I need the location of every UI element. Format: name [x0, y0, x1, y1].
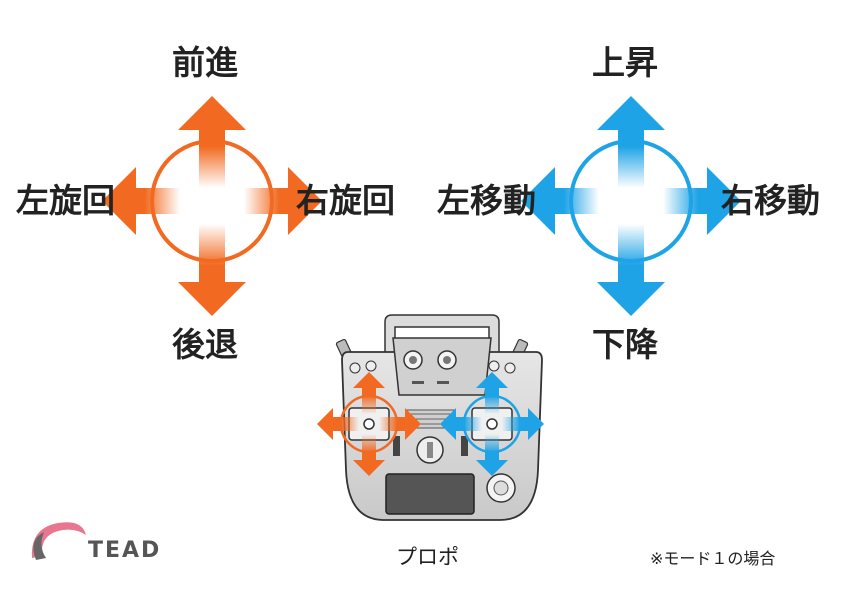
mini-blue-arrows	[440, 372, 544, 476]
label-move-left: 左移動	[437, 181, 536, 220]
orange-arrow-left	[102, 167, 180, 235]
label-forward: 前進	[172, 43, 238, 82]
orange-arrow-right	[244, 167, 322, 235]
label-rotate-right: 右旋回	[296, 181, 395, 220]
blue-stick-circle	[569, 139, 693, 263]
controller-illustration	[317, 314, 544, 521]
controller-caption: プロポ	[396, 545, 459, 569]
blue-arrow-right	[663, 167, 741, 235]
blue-arrow-down	[597, 224, 665, 316]
orange-direction-arrows	[102, 96, 322, 316]
label-backward: 後退	[172, 325, 238, 364]
label-ascend: 上昇	[592, 43, 658, 82]
label-descend: 下降	[592, 325, 658, 364]
label-rotate-left: 左旋回	[16, 181, 115, 220]
blue-arrow-left	[521, 167, 599, 235]
tead-logo-swoosh	[31, 522, 86, 558]
tead-logo-wordmark: TEAD	[88, 538, 161, 563]
mode-note: ※モード１の場合	[650, 549, 776, 568]
tead-logo: TEAD	[31, 522, 161, 563]
orange-arrow-down	[178, 224, 246, 316]
controller-screen	[385, 473, 475, 515]
label-move-right: 右移動	[721, 181, 820, 220]
mini-orange-arrows	[317, 372, 421, 476]
blue-direction-arrows	[521, 96, 741, 316]
orange-stick-circle	[150, 139, 274, 263]
